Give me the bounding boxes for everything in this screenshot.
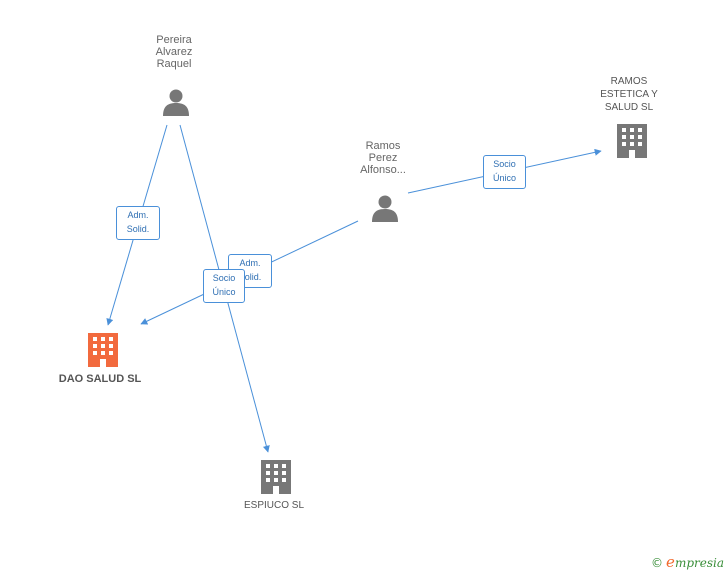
company-name-ramos-estetica[interactable]: RAMOS ESTETICA Y SALUD SL [600,76,658,113]
company-name-dao-salud[interactable]: DAO SALUD SL [58,373,142,385]
building-icon[interactable] [88,333,118,367]
empresia-logo: ©empresia [651,553,724,571]
person-name-ramos[interactable]: Ramos Perez Alfonso... [360,140,406,176]
building-icon[interactable] [617,124,647,158]
edge-label-pereira-espiuco: Socio Único [203,269,245,303]
person-icon[interactable] [372,195,398,223]
copyright-icon: © [651,556,664,570]
person-name-pereira[interactable]: Pereira Alvarez Raquel [155,34,193,70]
company-name-espiuco[interactable]: ESPIUCO SL [243,500,305,511]
edge-label-ramos-estetica: Socio Único [483,155,526,189]
edge-label-pereira-dao: Adm. Solid. [116,206,160,240]
building-icon[interactable] [261,460,291,494]
person-icon[interactable] [163,89,189,117]
